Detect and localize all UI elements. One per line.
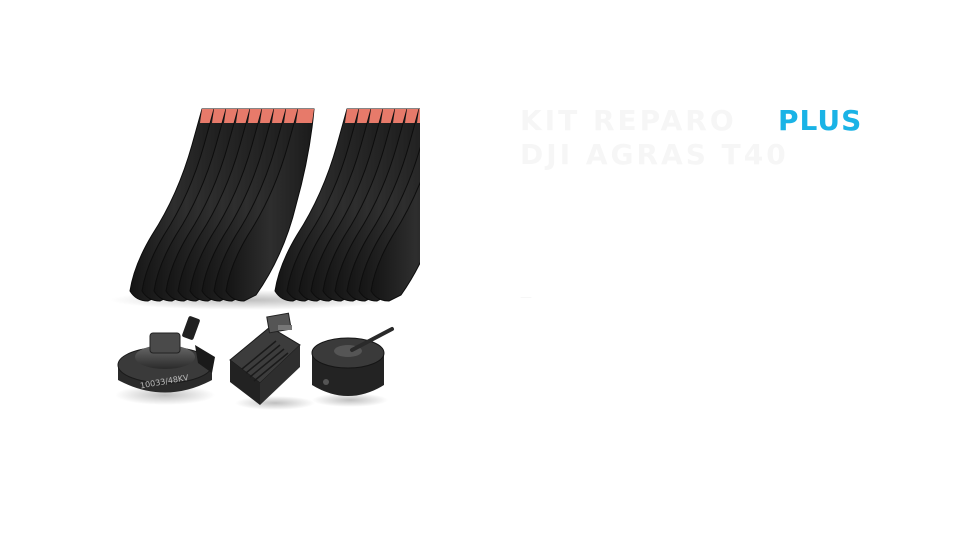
plus-accent: PLUS [778,104,863,137]
motor-icon: 10033/48KV [115,316,215,405]
blade-stack-left [129,108,315,302]
footnote: — [520,290,532,304]
title-block: KIT REPARO DJI AGRAS T40 PLUS [520,104,940,172]
esc-module-icon [229,312,315,410]
title-line-1: KIT REPARO [520,104,737,137]
title-line-2: DJI AGRAS T40 [520,138,789,171]
pump-motor-icon [311,327,394,407]
product-image: 10033/48KV [110,108,420,410]
